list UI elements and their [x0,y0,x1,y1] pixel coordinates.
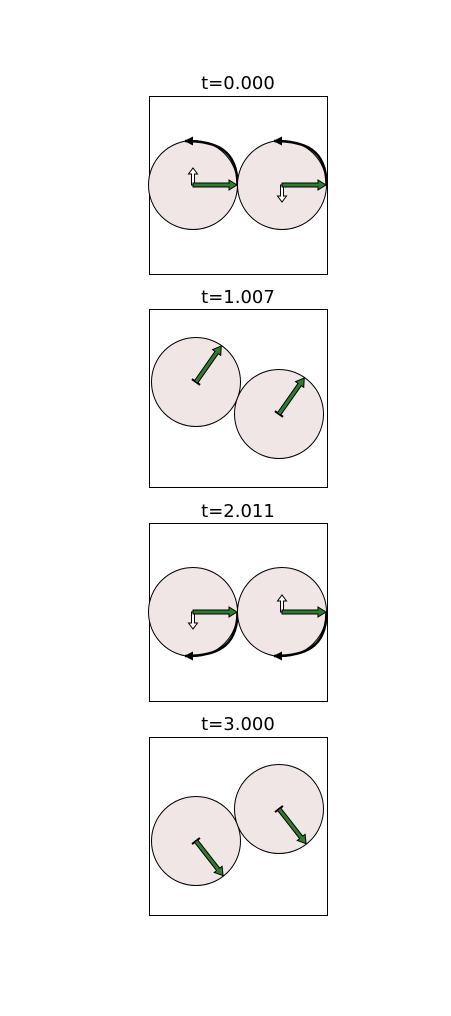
panel-title: t=3.000 [201,714,275,735]
panel-4: t=3.000 [149,714,328,916]
velocity-arrow [281,606,327,618]
panel-3: t=2.011 [148,501,328,702]
trajectory-arrow [184,611,239,661]
disk-group [237,136,328,230]
disk-group [148,136,239,230]
velocity-arrow [276,807,307,845]
orientation-arrow [187,167,199,186]
disk-group [237,567,328,661]
disk-group [151,337,241,427]
velocity-arrow [192,606,238,618]
trajectory-arrow [273,611,328,661]
disk-group [234,764,324,854]
panel-frame [149,737,328,916]
trajectory-arrow [273,136,328,186]
velocity-arrow [281,179,327,191]
orientation-arrow [276,594,288,613]
disk-group [234,369,324,459]
velocity-arrow [192,179,238,191]
panel-title: t=0.000 [201,73,275,94]
panel-frame [149,309,328,488]
disk-group [151,796,241,886]
panel-title: t=2.011 [201,501,275,522]
trajectory-arrow [184,136,239,186]
disk-group [148,567,239,661]
velocity-arrow [193,839,224,877]
panel-1: t=0.000 [148,73,328,275]
velocity-arrow [276,377,305,416]
panel-2: t=1.007 [149,287,328,488]
panel-title: t=1.007 [201,287,275,308]
velocity-arrow [193,345,222,384]
